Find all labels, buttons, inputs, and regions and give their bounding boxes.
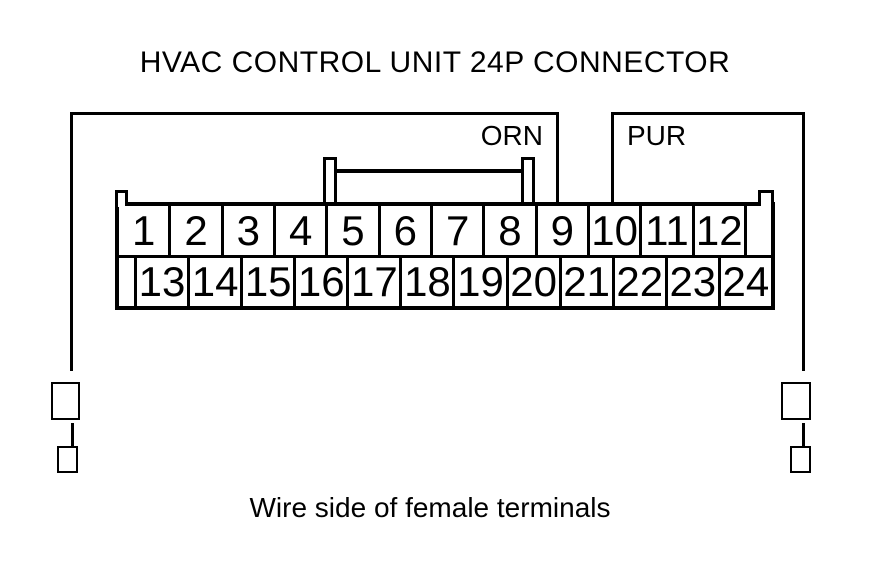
connector-corner-tab-right <box>758 190 774 207</box>
pin-cell: 22 <box>614 258 668 306</box>
terminal-stub-line-left <box>71 423 74 447</box>
pin-cell: 19 <box>455 258 509 306</box>
pin-cell: 23 <box>667 258 721 306</box>
terminal-box-right-large <box>781 382 811 420</box>
pin-cell: 18 <box>402 258 456 306</box>
orn-wire-pin9-line <box>556 112 559 203</box>
latch-bar <box>333 169 527 173</box>
diagram-title: HVAC CONTROL UNIT 24P CONNECTOR <box>139 46 731 79</box>
blank-cavity <box>119 258 137 306</box>
pin-cell: 21 <box>561 258 615 306</box>
pin-cell: 24 <box>720 258 771 306</box>
pin-cell: 4 <box>275 206 329 255</box>
terminal-box-left-large <box>51 382 80 420</box>
pin-cell: 1 <box>119 206 172 255</box>
pin-cell: 13 <box>137 258 191 306</box>
connector-corner-tab-left <box>115 190 128 207</box>
pin-cell: 10 <box>589 206 643 255</box>
orn-wire-label: ORN <box>480 120 543 151</box>
pur-wire-pin10-line <box>611 112 614 203</box>
pin-cell: 12 <box>694 206 747 255</box>
latch-prong-right <box>521 157 535 203</box>
pin-cell: 8 <box>485 206 538 255</box>
pin-cell: 5 <box>328 206 381 255</box>
terminal-box-left-small <box>57 446 78 473</box>
pur-wire-top-line <box>611 112 805 115</box>
pin-cell: 16 <box>296 258 350 306</box>
latch-prong-left <box>323 157 337 203</box>
terminal-box-right-small <box>790 446 811 473</box>
orn-wire-top-line <box>70 112 559 115</box>
pin-cell: 6 <box>380 206 433 255</box>
pin-cell: 3 <box>223 206 276 255</box>
pin-cell: 11 <box>642 206 695 255</box>
pin-row-top: 1 2 3 4 5 6 7 8 9 10 11 12 <box>119 206 771 258</box>
pur-wire-label: PUR <box>627 120 687 151</box>
pin-cell: 9 <box>537 206 590 255</box>
pin-cell: 15 <box>243 258 297 306</box>
pin-cell: 14 <box>190 258 244 306</box>
pin-cell: 7 <box>432 206 486 255</box>
blank-cavity <box>746 206 771 255</box>
pin-cell: 2 <box>171 206 224 255</box>
pin-row-bottom: 13 14 15 16 17 18 19 20 21 22 23 24 <box>119 258 771 306</box>
orn-wire-left-drop-line <box>70 112 73 371</box>
pur-wire-right-drop-line <box>802 112 805 371</box>
terminal-stub-line-right <box>802 423 805 447</box>
diagram-caption: Wire side of female terminals <box>249 492 611 523</box>
pin-cell: 17 <box>349 258 403 306</box>
pin-cell: 20 <box>508 258 562 306</box>
